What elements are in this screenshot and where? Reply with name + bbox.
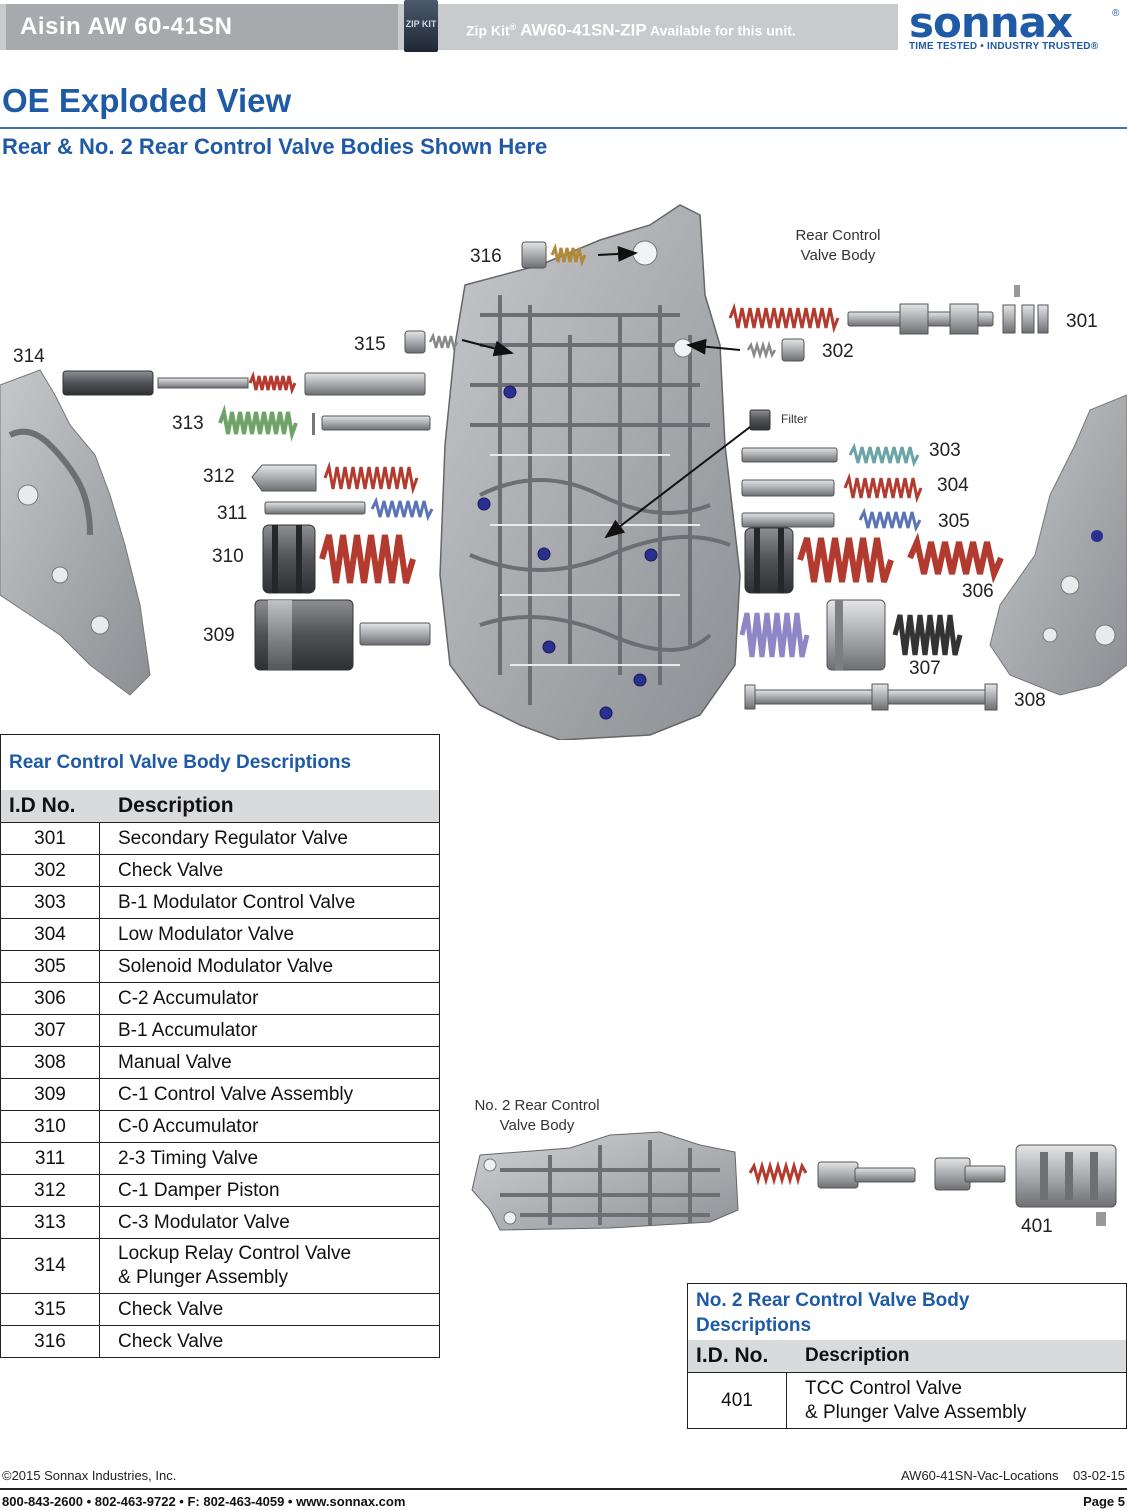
sonnax-logo: sonnax: [909, 0, 1073, 47]
callout-304: 304: [937, 475, 969, 496]
filter-label: Filter: [781, 412, 808, 426]
callout-301: 301: [1066, 311, 1098, 332]
column-header-description: Description: [805, 1345, 910, 1366]
rear-control-valve-body-note: Rear Control Valve Body: [795, 227, 881, 264]
callout-316: 316: [470, 246, 502, 267]
logo-registered-mark: ®: [1112, 8, 1120, 19]
footer-divider: [0, 1488, 1127, 1490]
zip-kit-box-image: ZIP KIT: [404, 0, 438, 52]
page-title: OE Exploded View: [2, 82, 292, 119]
page-number: Page 5: [1083, 1494, 1125, 1509]
no2-diagram: No. 2 Rear Control Valve Body 401: [460, 1090, 1127, 1250]
callout-307: 307: [909, 658, 941, 679]
callout-303: 303: [929, 440, 961, 461]
no2-diagram-illustration: [471, 1131, 1117, 1231]
exploded-diagram: 316 315 314 313 312 311 310 309 302 301 …: [0, 195, 1127, 741]
callout-315: 315: [354, 334, 386, 355]
column-header-description: Description: [118, 794, 234, 817]
callout-308: 308: [1014, 690, 1046, 711]
contact-info: 800-843-2600 • 802-463-9722 • F: 802-463…: [2, 1494, 406, 1509]
callout-309: 309: [203, 625, 235, 646]
table-row: 401 TCC Control Valve& Plunger Valve Ass…: [688, 1372, 1126, 1428]
header-bar: Aisin AW 60-41SN Zip Kit® AW60-41SN-ZIP …: [0, 4, 898, 50]
document-id: AW60-41SN-Vac-Locations 03-02-15: [900, 1468, 1125, 1483]
callout-312: 312: [203, 466, 235, 487]
table-header-row: I.D. No. Description: [688, 1340, 1126, 1372]
page-subtitle: Rear & No. 2 Rear Control Valve Bodies S…: [2, 134, 548, 159]
column-header-id: I.D. No.: [696, 1344, 769, 1367]
callout-306: 306: [962, 581, 994, 602]
table-header-row: I.D No. Description: [1, 790, 439, 822]
callout-314: 314: [13, 346, 45, 367]
callout-310: 310: [212, 546, 244, 567]
diagram-illustration: [0, 204, 1127, 741]
no2-rear-control-valve-body-note: No. 2 Rear Control Valve Body: [474, 1097, 600, 1134]
column-header-id: I.D No.: [9, 794, 76, 817]
callout-311: 311: [217, 503, 248, 524]
model-title: Aisin AW 60-41SN: [6, 4, 398, 50]
title-divider: [0, 127, 1127, 129]
no2-rear-control-valve-body-table: No. 2 Rear Control Valve Body Descriptio…: [687, 1283, 1127, 1429]
callout-313: 313: [172, 413, 204, 434]
table-caption: Rear Control Valve Body Descriptions: [9, 752, 352, 773]
callout-302: 302: [822, 341, 854, 362]
logo-tagline: TIME TESTED • INDUSTRY TRUSTED®: [909, 41, 1099, 52]
zip-kit-notice: Zip Kit® AW60-41SN-ZIP Available for thi…: [466, 20, 796, 40]
table-caption: No. 2 Rear Control Valve Body Descriptio…: [696, 1290, 970, 1336]
copyright: ©2015 Sonnax Industries, Inc.: [2, 1468, 177, 1483]
rear-control-valve-body-table: Rear Control Valve Body Descriptions I.D…: [0, 734, 440, 1358]
callout-401: 401: [1021, 1216, 1053, 1237]
callout-305: 305: [938, 511, 970, 532]
